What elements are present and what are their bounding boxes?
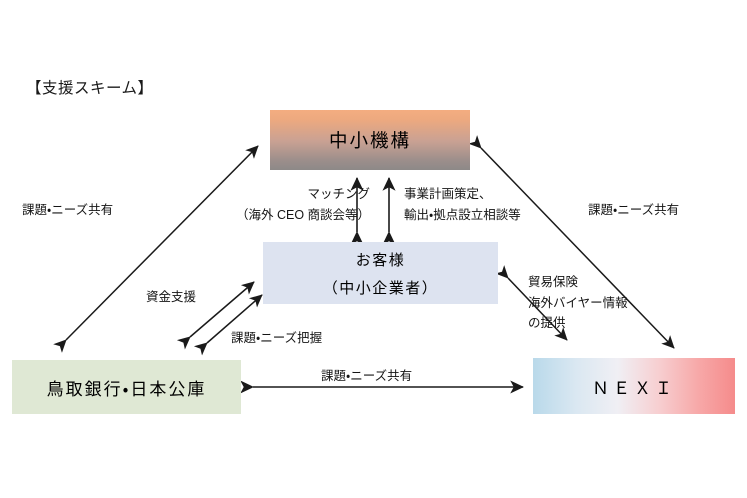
edge-label-bank-smrj: 課題・ニーズ共有 xyxy=(22,203,114,217)
node-smrj-label: 中小機構 xyxy=(328,130,411,151)
edge-label-insurance-line3: の提供 xyxy=(528,316,566,331)
arrow-insurance xyxy=(495,265,568,341)
edge-label-bank-nexi: 課題・ニーズ共有 xyxy=(321,369,413,383)
edge-label-insurance: 貿易保険 海外バイヤー情報 の提供 xyxy=(528,272,628,334)
node-smrj[interactable]: 中小機構 xyxy=(270,110,470,170)
node-nexi[interactable]: ＮＥＸＩ xyxy=(533,358,735,414)
edge-label-planning-line2: 輸出・拠点設立相談等 xyxy=(404,207,521,222)
node-customer-label-secondary: （中小企業者） xyxy=(322,279,439,297)
edge-label-planning: 事業計画策定、 輸出・拠点設立相談等 xyxy=(404,184,521,225)
node-nexi-label: ＮＥＸＩ xyxy=(592,378,676,398)
node-customer[interactable]: お客様 （中小企業者） xyxy=(263,242,498,304)
edge-label-matching-line1: マッチング xyxy=(307,187,371,201)
edge-label-needs-grasp: 課題・ニーズ把握 xyxy=(231,331,323,345)
page-title: 【支援スキーム】 xyxy=(26,80,154,97)
node-bank-label: 鳥取銀行・日本公庫 xyxy=(46,379,207,399)
node-bank[interactable]: 鳥取銀行・日本公庫 xyxy=(12,360,241,414)
arrow-needs-grasp xyxy=(193,294,263,356)
edge-label-insurance-line2: 海外バイヤー情報 xyxy=(528,295,628,310)
edge-label-smrj-nexi: 課題・ニーズ共有 xyxy=(588,203,680,217)
node-customer-label-primary: お客様 xyxy=(355,251,406,269)
arrow-bank-smrj xyxy=(53,145,259,353)
edge-label-insurance-line1: 貿易保険 xyxy=(528,275,579,289)
edge-label-funding: 資金支援 xyxy=(146,290,197,304)
edge-label-matching-line2: （海外 CEO 商談会等） xyxy=(236,207,371,222)
arrow-smrj-nexi xyxy=(468,135,675,349)
edge-label-matching: マッチング （海外 CEO 商談会等） xyxy=(236,184,370,225)
edge-label-planning-line1: 事業計画策定、 xyxy=(404,187,492,201)
